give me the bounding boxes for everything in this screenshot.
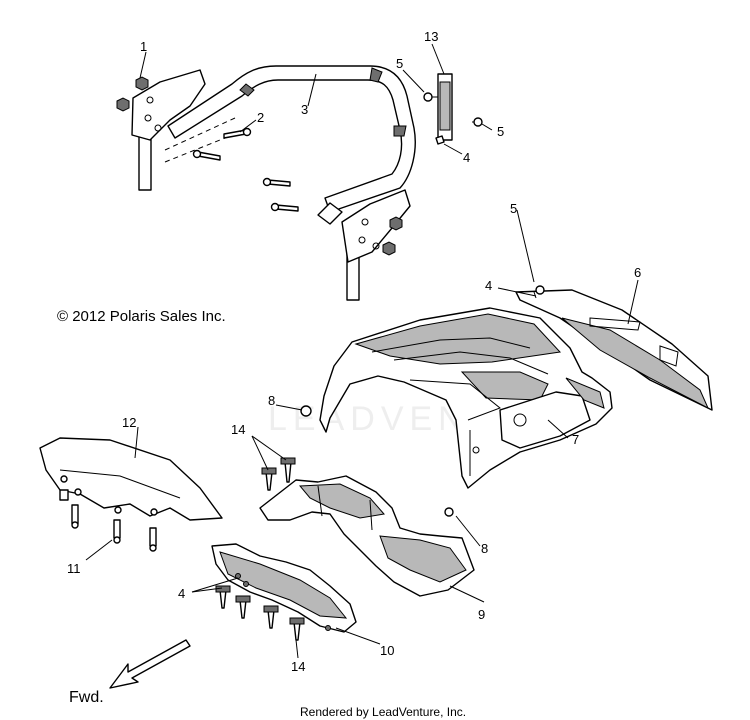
callout-4c: 4	[178, 586, 185, 601]
callout-5b: 5	[497, 124, 504, 139]
callout-4b: 4	[485, 278, 492, 293]
callout-11: 11	[67, 561, 81, 576]
callout-6: 6	[634, 265, 641, 280]
rear-panel	[515, 285, 713, 411]
leader-lines	[85, 43, 639, 659]
callout-1: 1	[140, 39, 147, 54]
callout-14a: 14	[231, 422, 245, 437]
bolts	[192, 127, 299, 212]
callout-8a: 8	[268, 393, 275, 408]
copyright-text: © 2012 Polaris Sales Inc.	[57, 308, 226, 325]
callout-3: 3	[301, 102, 308, 117]
callout-2: 2	[257, 110, 264, 125]
center-panel	[259, 405, 475, 597]
lower-panel	[211, 543, 357, 641]
callout-9: 9	[478, 607, 485, 622]
callout-5a: 5	[396, 56, 403, 71]
rendered-by-text: Rendered by LeadVenture, Inc.	[300, 705, 466, 719]
side-panel	[39, 437, 223, 552]
bracket-plate	[423, 73, 483, 145]
rear-rack-bar	[116, 65, 416, 301]
callout-5c: 5	[510, 201, 517, 216]
callout-7: 7	[572, 432, 579, 447]
callout-8b: 8	[481, 541, 488, 556]
callout-13: 13	[424, 29, 438, 44]
callout-4a: 4	[463, 150, 470, 165]
forward-label: Fwd.	[69, 689, 104, 706]
callout-14b: 14	[291, 659, 305, 674]
callout-12: 12	[122, 415, 136, 430]
callout-labels: 1 2 3 5 13 5 4 5 4 6 7 8 8 14 12 11 4 9 …	[67, 29, 641, 674]
callout-10: 10	[380, 643, 394, 658]
rear-body	[319, 307, 613, 489]
forward-arrow-icon	[109, 639, 191, 689]
